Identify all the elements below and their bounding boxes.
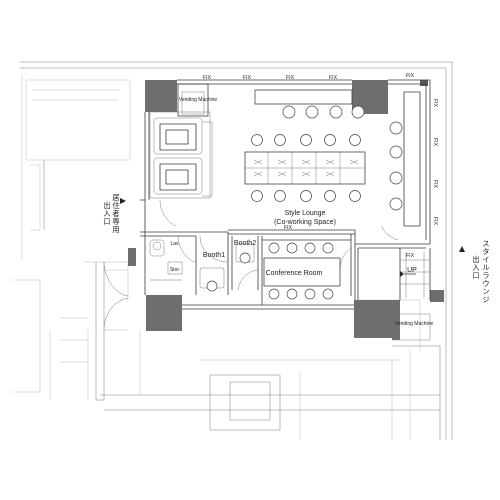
fix-label-top-1: FIX bbox=[203, 75, 212, 81]
svg-text:ジ: ジ bbox=[482, 295, 489, 304]
fix-label-top-3: FIX bbox=[286, 75, 295, 81]
co-working-space-label: (Co-working Space) bbox=[274, 219, 336, 226]
svg-text:居: 居 bbox=[112, 193, 119, 202]
resident-entrance-arrow bbox=[120, 198, 126, 204]
fix-label-top-2: FIX bbox=[243, 75, 252, 81]
fix-label-right-4: FIX bbox=[432, 217, 438, 226]
fix-label-right-1: FIX bbox=[432, 99, 438, 108]
svg-text:用: 用 bbox=[112, 225, 119, 234]
lounge-entrance-label: ス タ イ ル ラ ウ ン ジ 出 入 口 bbox=[472, 239, 489, 304]
lavatory-label: Lav. bbox=[170, 241, 179, 247]
interior-walls bbox=[140, 79, 431, 341]
svg-text:タ: タ bbox=[482, 247, 489, 256]
conference-table bbox=[263, 257, 341, 287]
fix-label-right-2: FIX bbox=[432, 138, 438, 147]
storage-label: Stor. bbox=[170, 267, 180, 273]
conference-room-label: Conference Room bbox=[266, 270, 323, 277]
fix-label-conference: FIX bbox=[284, 225, 293, 231]
svg-text:ス: ス bbox=[482, 239, 489, 248]
vending-area-top bbox=[149, 83, 213, 199]
svg-text:住: 住 bbox=[112, 201, 119, 210]
fix-label-top-5: FIX bbox=[406, 73, 415, 79]
svg-text:口: 口 bbox=[472, 271, 479, 280]
fix-label-stair: FIX bbox=[406, 253, 415, 259]
svg-text:出: 出 bbox=[472, 255, 479, 264]
column-bottom-right bbox=[354, 300, 392, 338]
massage-chair-1 bbox=[153, 117, 203, 155]
stair-up-arrow bbox=[400, 271, 404, 277]
svg-text:イ: イ bbox=[482, 255, 489, 264]
column-bottom-left bbox=[146, 295, 182, 331]
svg-text:入: 入 bbox=[103, 209, 110, 218]
svg-text:出: 出 bbox=[103, 201, 110, 210]
lounge-entrance-arrow bbox=[459, 246, 465, 252]
structural-walls bbox=[128, 80, 444, 340]
booth1-label: Booth1 bbox=[203, 252, 225, 259]
column-top-left bbox=[145, 80, 177, 112]
vending-machine-label-bottom: Vending Machine bbox=[395, 321, 434, 327]
building-outline bbox=[14, 61, 453, 440]
vending-machine-label-top: Vending Machine bbox=[179, 97, 218, 103]
resident-entrance-label: 居 住 者 専 用 出 入 口 bbox=[103, 193, 119, 234]
svg-text:入: 入 bbox=[472, 263, 479, 272]
fix-label-top-4: FIX bbox=[329, 75, 338, 81]
style-lounge-label: Style Lounge bbox=[285, 210, 326, 217]
fix-labels: FIX FIX FIX FIX FIX FIX FIX FIX FIX FIX … bbox=[203, 73, 438, 259]
massage-chair-2 bbox=[153, 157, 203, 195]
svg-text:ン: ン bbox=[482, 287, 489, 296]
room-labels: Vending Machine Style Lounge (Co-working… bbox=[170, 97, 434, 327]
lounge-furniture bbox=[244, 105, 403, 211]
svg-text:ラ: ラ bbox=[482, 271, 489, 280]
svg-text:専: 専 bbox=[112, 217, 119, 226]
conference-furniture bbox=[263, 242, 341, 300]
svg-text:者: 者 bbox=[112, 209, 119, 218]
up-label: UP bbox=[407, 267, 417, 274]
svg-text:口: 口 bbox=[103, 217, 110, 226]
fix-label-right-3: FIX bbox=[432, 180, 438, 189]
booth-furniture bbox=[149, 239, 255, 292]
svg-text:ウ: ウ bbox=[482, 279, 489, 288]
svg-text:ル: ル bbox=[482, 263, 489, 272]
booth2-label: Booth2 bbox=[234, 240, 256, 247]
